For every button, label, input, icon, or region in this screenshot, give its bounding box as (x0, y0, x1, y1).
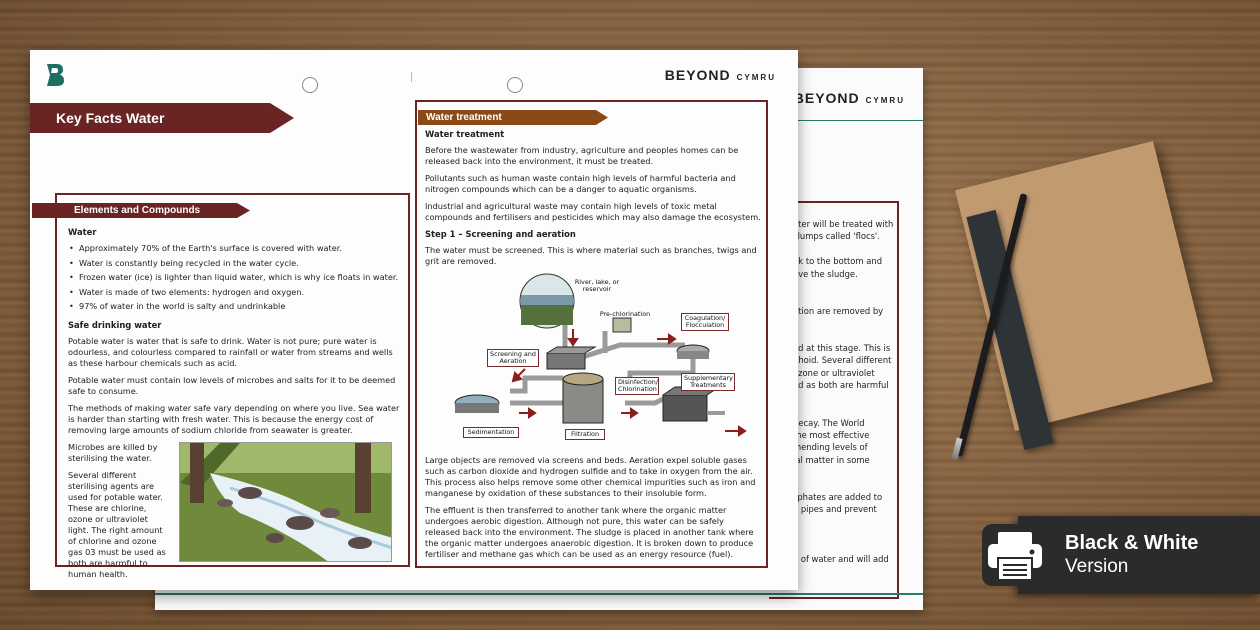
diagram-label-disinfection: Disinfection/ Chlorination (615, 377, 659, 395)
printer-icon (982, 524, 1048, 586)
back-text-line: mending levels of (793, 442, 868, 453)
water-facts-list: Approximately 70% of the Earth's surface… (68, 243, 400, 312)
back-text-line: ed as both are harmful (793, 380, 889, 391)
diagram-label-screening: Screening and Aeration (487, 349, 539, 367)
back-text-line: ater will be treated with (793, 219, 894, 229)
list-item: Water is constantly being recycled in th… (68, 258, 400, 269)
back-text-line (793, 466, 911, 478)
paragraph: Before the wastewater from industry, agr… (425, 145, 739, 166)
back-text-line (793, 292, 911, 304)
paragraph: The methods of making water safe vary de… (68, 403, 400, 436)
sterilising-section: Microbes are killed by sterilising the w… (68, 442, 400, 586)
elements-content: Water Approximately 70% of the Earth's s… (68, 227, 400, 586)
back-text-line (793, 479, 911, 491)
diagram-label-river: River, lake, or reservoir (574, 278, 620, 293)
badge-subtitle: Version (1065, 556, 1129, 577)
water-treatment-content: Water treatment Before the wastewater fr… (425, 129, 761, 566)
paragraph: Pollutants such as human waste contain h… (425, 173, 736, 194)
beyond-logo-icon (47, 64, 64, 86)
back-text-line: ation are removed by (793, 305, 884, 316)
back-footer-rule (155, 593, 923, 595)
back-text-line (793, 280, 911, 292)
elements-compounds-box: Elements and Compounds Water Approximate… (32, 193, 410, 579)
paragraph: Potable water must contain low levels of… (68, 375, 396, 397)
back-text-line: phoid. Several different (793, 355, 892, 366)
diagram-label-supplementary: Supplementary Treatments (681, 373, 735, 391)
water-treatment-box: Water treatment Water treatment Before t… (415, 100, 768, 568)
back-text-line (793, 404, 911, 416)
diagram-label-coagulation: Coagulation/ Flocculation (681, 313, 729, 331)
diagram-label-prechlorination: Pre-chlorination (599, 310, 651, 318)
back-text-line (793, 528, 911, 540)
paragraph: Large objects are removed via screens an… (425, 455, 756, 498)
page-title: Key Facts Water (30, 103, 294, 133)
list-item: Frozen water (ice) is lighter than liqui… (68, 272, 400, 283)
stream-illustration (179, 442, 392, 563)
back-text-line: decay. The World (793, 417, 865, 428)
back-text-line: nk to the bottom and (793, 256, 883, 267)
water-subheading: Water (68, 227, 97, 237)
back-text-line (793, 330, 911, 342)
punch-hole (302, 77, 318, 93)
section-heading: Elements and Compounds (32, 203, 250, 218)
paragraph: The water must be screened. This is wher… (425, 245, 757, 266)
diagram-label-filtration: Filtration (565, 429, 605, 440)
back-text-line (793, 392, 911, 404)
black-white-version-badge: Black & White Version (982, 516, 1260, 594)
section-heading: Water treatment (418, 110, 608, 125)
badge-title: Black & White (1065, 532, 1199, 554)
back-text-line: ove the sludge. (793, 268, 858, 279)
paragraph: Potable water is water that is safe to d… (68, 336, 393, 369)
punch-hole (507, 77, 523, 93)
back-text-line (793, 516, 911, 528)
back-text-line (793, 317, 911, 329)
back-text-line: clumps called 'flocs'. (793, 231, 880, 242)
diagram-label-sedimentation: Sedimentation (463, 427, 519, 438)
back-text-line: e pipes and prevent (793, 504, 877, 515)
back-text-line (793, 243, 911, 255)
back-text-line: the most effective (793, 429, 870, 440)
back-content-box (769, 201, 899, 599)
paragraph: Microbes are killed by sterilising the w… (68, 442, 158, 464)
back-text-line: ed at this stage. This is (793, 343, 891, 354)
back-text-line (793, 541, 911, 553)
back-text-column: ater will be treated with clumps called '… (793, 218, 911, 565)
paragraph: Several different sterilising agents are… (68, 470, 166, 580)
step-heading: Step 1 – Screening and aeration (425, 229, 576, 239)
fold-mark (411, 72, 412, 82)
water-treatment-subheading: Water treatment (425, 129, 505, 139)
list-item: 97% of water in the world is salty and u… (68, 301, 400, 312)
safe-drinking-subheading: Safe drinking water (68, 320, 162, 331)
back-text-line: ozone or ultraviolet (793, 367, 875, 378)
back-text-line: sphates are added to (793, 491, 883, 502)
list-item: Approximately 70% of the Earth's surface… (68, 243, 400, 254)
back-text-line: ial matter in some (793, 454, 870, 465)
treatment-plant-drawing (454, 273, 747, 437)
paragraph: Industrial and agricultural waste may co… (425, 201, 761, 222)
list-item: Water is made of two elements: hydrogen … (68, 287, 400, 298)
water-treatment-diagram: River, lake, or reservoir Pre-chlorinati… (425, 273, 761, 449)
paragraph: The effluent is then transferred to anot… (425, 505, 754, 559)
back-text-line: e of water and will add (793, 553, 889, 564)
